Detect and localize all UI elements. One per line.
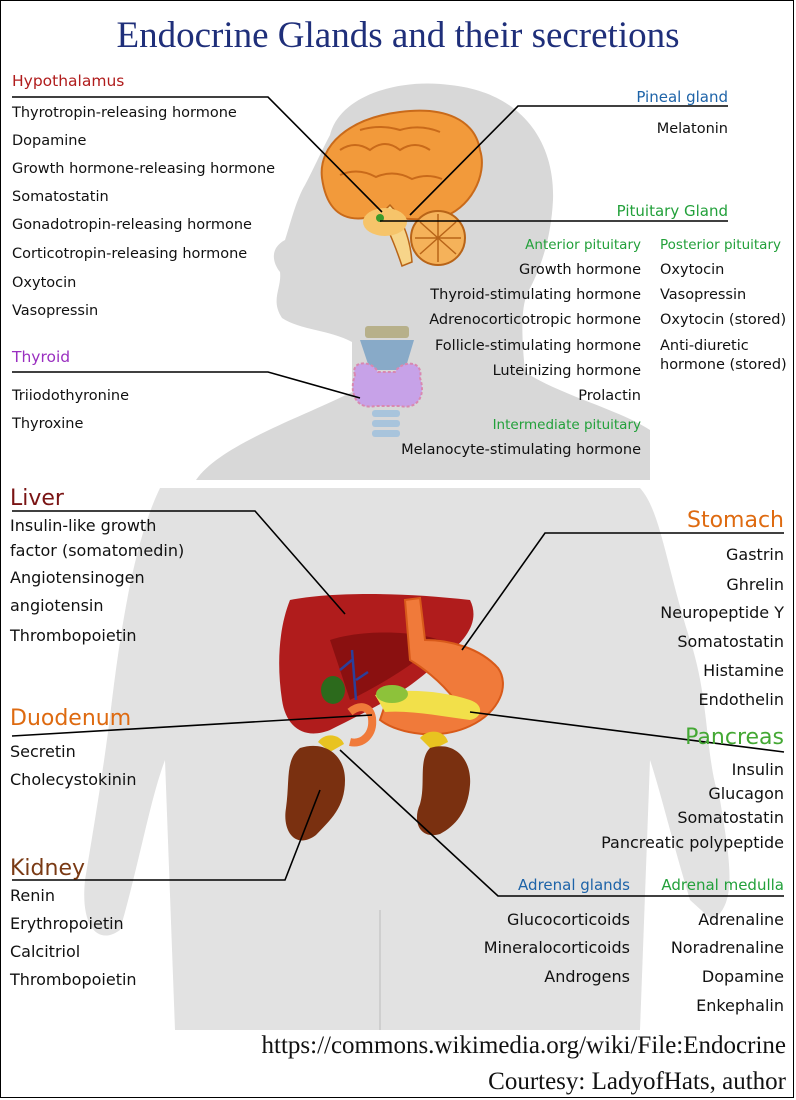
liver-heading: Liver bbox=[10, 486, 64, 512]
stomach-heading: Stomach bbox=[687, 508, 784, 534]
list-item: Growth hormone-releasing hormone bbox=[12, 160, 275, 178]
list-item: Neuropeptide Y bbox=[660, 603, 784, 623]
list-item: Melanocyte-stimulating hormone bbox=[401, 441, 641, 459]
list-item: Oxytocin bbox=[660, 261, 724, 279]
list-item: Angiotensinogen bbox=[10, 568, 145, 588]
list-item: Adrenaline bbox=[698, 910, 784, 930]
list-item: factor (somatomedin) bbox=[10, 541, 184, 561]
list-item: Insulin-like growth bbox=[10, 516, 156, 536]
adrenal-glands-heading: Adrenal glands bbox=[518, 876, 630, 894]
list-item: Gonadotropin-releasing hormone bbox=[12, 216, 252, 234]
list-item: Pancreatic polypeptide bbox=[601, 833, 784, 853]
list-item: Thyroid-stimulating hormone bbox=[430, 286, 641, 304]
posterior-pituitary-heading: Posterior pituitary bbox=[660, 236, 781, 254]
pituitary-heading: Pituitary Gland bbox=[617, 202, 728, 220]
pineal-heading: Pineal gland bbox=[636, 88, 728, 106]
list-item: Prolactin bbox=[578, 387, 641, 405]
list-item: Somatostatin bbox=[677, 808, 784, 828]
thyroid-heading: Thyroid bbox=[12, 348, 70, 366]
list-item: Dopamine bbox=[12, 132, 86, 150]
intermediate-pituitary-heading: Intermediate pituitary bbox=[493, 416, 641, 434]
list-item: Endothelin bbox=[699, 690, 784, 710]
list-item: Thrombopoietin bbox=[10, 970, 137, 990]
list-item: Calcitriol bbox=[10, 942, 80, 962]
pancreas-heading: Pancreas bbox=[685, 725, 784, 751]
list-item: Androgens bbox=[544, 967, 630, 987]
list-item: Growth hormone bbox=[519, 261, 641, 279]
list-item: Somatostatin bbox=[677, 632, 784, 652]
list-item: Glucagon bbox=[708, 784, 784, 804]
list-item: Vasopressin bbox=[660, 286, 746, 304]
list-item: Vasopressin bbox=[12, 302, 98, 320]
pineal-item: Melatonin bbox=[657, 120, 728, 138]
list-item: Enkephalin bbox=[696, 996, 784, 1016]
list-item: Noradrenaline bbox=[671, 938, 784, 958]
list-item: Cholecystokinin bbox=[10, 770, 137, 790]
list-item: Oxytocin bbox=[12, 274, 76, 292]
list-item: Histamine bbox=[703, 661, 784, 681]
source-link[interactable]: https://commons.wikimedia.org/wiki/File:… bbox=[262, 1032, 787, 1060]
list-item: Ghrelin bbox=[726, 575, 784, 595]
list-item: Somatostatin bbox=[12, 188, 109, 206]
list-item: Thyrotropin-releasing hormone bbox=[12, 104, 237, 122]
list-item: hormone (stored) bbox=[660, 356, 787, 374]
list-item: Gastrin bbox=[726, 545, 784, 565]
list-item: Corticotropin-releasing hormone bbox=[12, 245, 247, 263]
list-item: Glucocorticoids bbox=[507, 910, 630, 930]
list-item: Dopamine bbox=[702, 967, 784, 987]
list-item: Insulin bbox=[732, 760, 784, 780]
anterior-pituitary-heading: Anterior pituitary bbox=[525, 236, 641, 254]
adrenal-medulla-heading: Adrenal medulla bbox=[661, 876, 784, 894]
duodenum-heading: Duodenum bbox=[10, 706, 131, 732]
list-item: Luteinizing hormone bbox=[493, 362, 641, 380]
torso-silhouette bbox=[84, 488, 729, 1030]
list-item: Thyroxine bbox=[12, 415, 83, 433]
list-item: Mineralocorticoids bbox=[484, 938, 630, 958]
list-item: Oxytocin (stored) bbox=[660, 311, 786, 329]
list-item: Adrenocorticotropic hormone bbox=[429, 311, 641, 329]
list-item: Secretin bbox=[10, 742, 76, 762]
list-item: Triiodothyronine bbox=[12, 387, 129, 405]
page-title: Endocrine Glands and their secretions bbox=[0, 14, 796, 57]
hypothalamus-heading: Hypothalamus bbox=[12, 72, 124, 90]
list-item: Renin bbox=[10, 886, 55, 906]
list-item: Follicle-stimulating hormone bbox=[435, 337, 641, 355]
kidney-heading: Kidney bbox=[10, 856, 85, 882]
list-item: angiotensin bbox=[10, 596, 104, 616]
list-item: Anti-diuretic bbox=[660, 337, 749, 355]
credit-text: Courtesy: LadyofHats, author bbox=[488, 1068, 786, 1096]
list-item: Erythropoietin bbox=[10, 914, 124, 934]
list-item: Thrombopoietin bbox=[10, 626, 137, 646]
